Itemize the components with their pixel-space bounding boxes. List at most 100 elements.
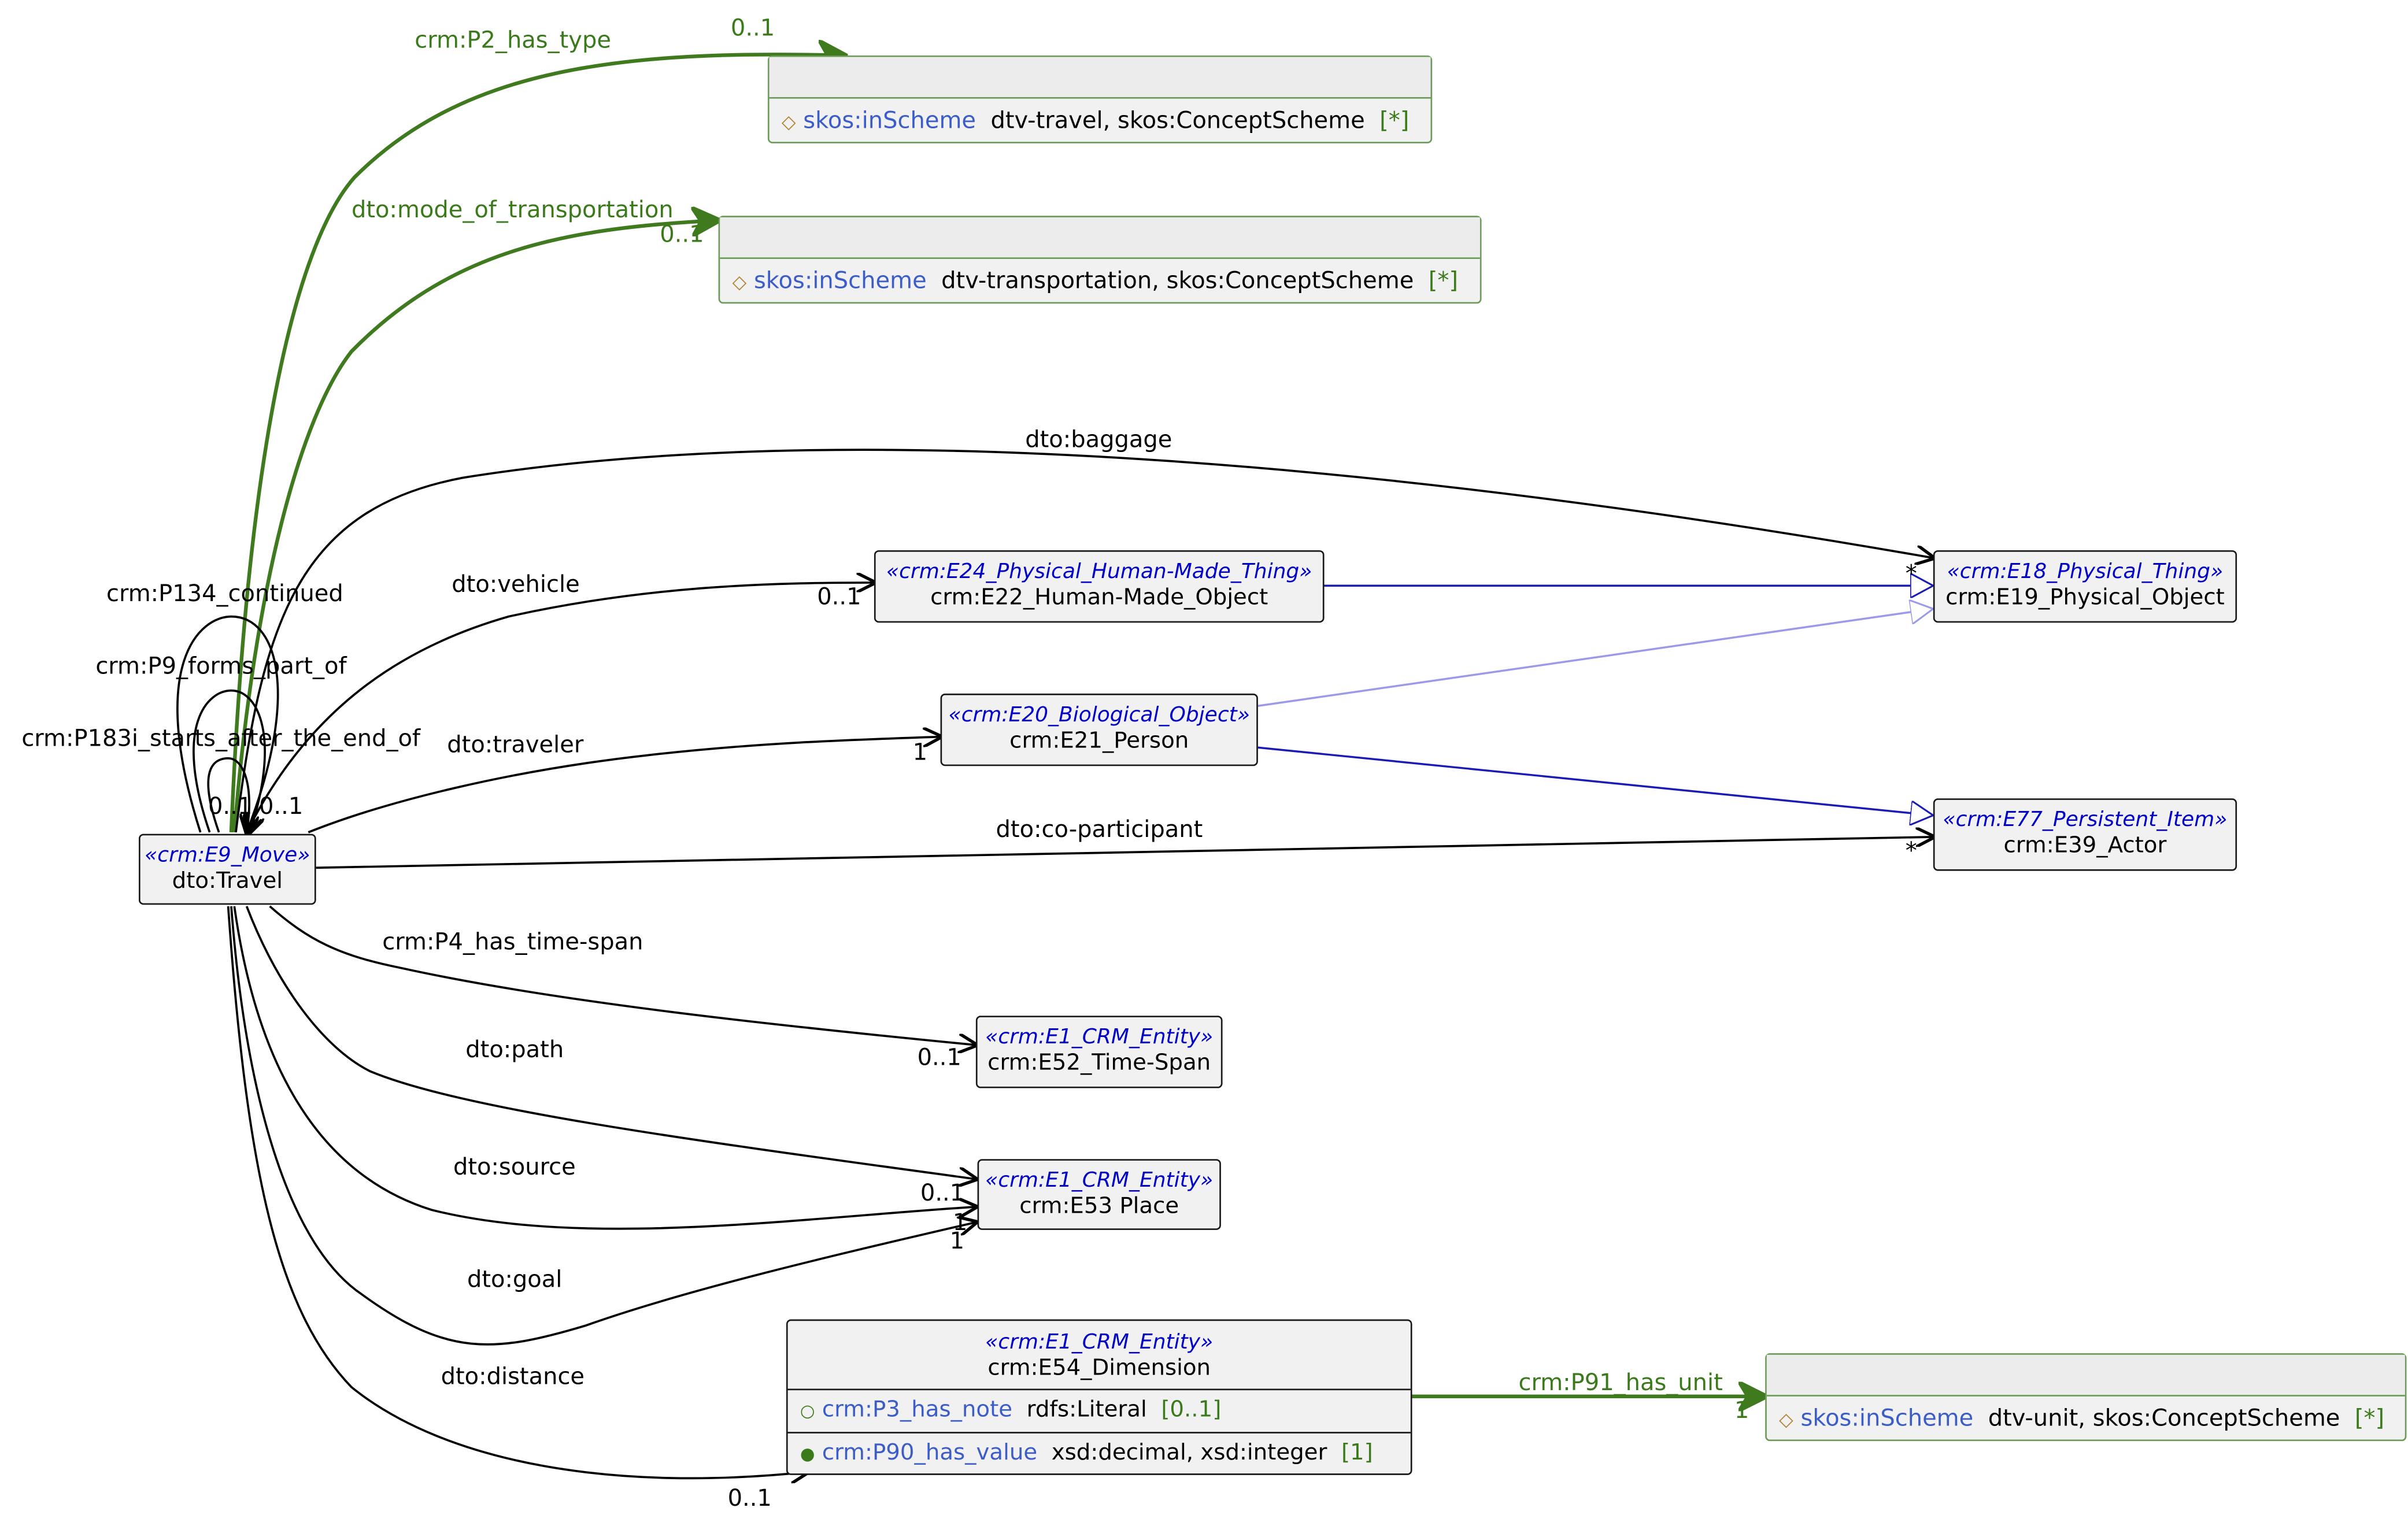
class-name: crm:E21_Person <box>1009 729 1189 754</box>
edge-source <box>233 906 976 1230</box>
mult-distance: 0..1 <box>728 1485 772 1512</box>
class-box-actor[interactable]: «crm:E77_Persistent_Item» crm:E39_Actor <box>1933 798 2237 871</box>
class-name: crm:E39_Actor <box>2003 834 2167 859</box>
edge-vehicle <box>245 583 874 833</box>
label-p2-has-type: crm:P2_has_type <box>415 27 611 54</box>
class-box-place[interactable]: «crm:E1_CRM_Entity» crm:E53 Place <box>977 1159 1221 1230</box>
mult-traveler: 1 <box>913 739 927 766</box>
mult-co-participant: * <box>1906 838 1917 864</box>
scheme-box-header <box>1766 1354 2405 1397</box>
label-distance: dto:distance <box>441 1364 585 1390</box>
attribute-mult: [0..1] <box>1161 1398 1222 1423</box>
class-name: crm:E19_Physical_Object <box>1945 586 2225 610</box>
class-box-person[interactable]: «crm:E20_Biological_Object» crm:E21_Pers… <box>940 693 1258 766</box>
label-co-participant: dto:co-participant <box>996 816 1203 843</box>
scheme-value: dtv-transportation, skos:ConceptScheme <box>941 266 1414 295</box>
diamond-icon: ◇ <box>1779 1409 1793 1431</box>
attribute-mult: [1] <box>1341 1441 1373 1466</box>
scheme-box-unit[interactable]: ◇ skos:inScheme dtv-unit, skos:ConceptSc… <box>1765 1353 2407 1442</box>
stereotype-label: «crm:E20_Biological_Object» <box>948 702 1250 728</box>
scheme-row-unit: ◇ skos:inScheme dtv-unit, skos:ConceptSc… <box>1767 1397 2405 1440</box>
mult-has-unit: 1 <box>1734 1397 1749 1424</box>
stereotype-label: «crm:E9_Move» <box>145 843 310 868</box>
gen-biological-to-physical <box>1257 609 1933 707</box>
class-name: crm:E22_Human-Made_Object <box>930 586 1268 610</box>
label-goal: dto:goal <box>467 1266 562 1293</box>
class-name: crm:E52_Time-Span <box>987 1051 1211 1076</box>
stereotype-label: «crm:E77_Persistent_Item» <box>1943 807 2228 832</box>
diamond-icon: ◇ <box>781 110 796 133</box>
label-source: dto:source <box>453 1154 576 1180</box>
scheme-box-header <box>720 217 1480 259</box>
class-box-physical-object[interactable]: «crm:E18_Physical_Thing» crm:E19_Physica… <box>1933 550 2237 623</box>
label-has-unit: crm:P91_has_unit <box>1519 1369 1723 1396</box>
class-name: dto:Travel <box>172 869 283 894</box>
scheme-value: dtv-unit, skos:ConceptScheme <box>1988 1404 2340 1432</box>
stereotype-label: «crm:E1_CRM_Entity» <box>985 1168 1214 1193</box>
label-path: dto:path <box>465 1036 564 1063</box>
class-box-travel[interactable]: «crm:E9_Move» dto:Travel <box>138 834 316 905</box>
scheme-property: skos:inScheme <box>753 266 927 295</box>
attribute-type: xsd:decimal, xsd:integer <box>1051 1441 1327 1466</box>
mult-path: 0..1 <box>920 1180 964 1206</box>
class-name: crm:E53 Place <box>1019 1194 1179 1220</box>
edge-traveler <box>308 737 940 834</box>
diamond-icon: ◇ <box>732 271 747 293</box>
attribute-property: crm:P3_has_note <box>822 1398 1013 1423</box>
scheme-box-header <box>769 57 1431 99</box>
scheme-mult: [*] <box>2354 1404 2385 1432</box>
scheme-mult: [*] <box>1379 106 1410 134</box>
edge-p183i-loop <box>207 757 249 832</box>
stereotype-label: «crm:E1_CRM_Entity» <box>985 1330 1214 1355</box>
scheme-mult: [*] <box>1428 266 1459 295</box>
label-baggage: dto:baggage <box>1025 426 1172 453</box>
stereotype-label: «crm:E1_CRM_Entity» <box>985 1025 1214 1050</box>
class-box-human-made-object[interactable]: «crm:E24_Physical_Human-Made_Thing» crm:… <box>874 550 1325 623</box>
gen-person-to-persistent <box>1257 746 1933 815</box>
edge-distance <box>227 906 808 1478</box>
mult-vehicle: 0..1 <box>817 583 861 610</box>
edge-time-span <box>269 905 976 1045</box>
mult-goal: 1 <box>950 1228 964 1254</box>
attribute-row-has-value: ● crm:P90_has_value xsd:decimal, xsd:int… <box>787 1432 1411 1475</box>
circle-outline-icon: ○ <box>800 1401 815 1421</box>
class-box-dimension[interactable]: «crm:E1_CRM_Entity» crm:E54_Dimension ○ … <box>786 1319 1412 1475</box>
label-p134-continued: crm:P134_continued <box>106 580 343 607</box>
mult-p2-has-type: 0..1 <box>731 14 775 41</box>
mult-self-b: 0..1 <box>259 793 303 820</box>
mult-self-a: 0..1 <box>208 793 252 820</box>
stereotype-label: «crm:E24_Physical_Human-Made_Thing» <box>886 559 1312 584</box>
class-box-time-span[interactable]: «crm:E1_CRM_Entity» crm:E52_Time-Span <box>975 1016 1223 1088</box>
mult-baggage: * <box>1906 560 1917 587</box>
edge-co-participant <box>316 837 1933 869</box>
edge-p134-continued-loop <box>176 615 279 832</box>
scheme-row-transportation: ◇ skos:inScheme dtv-transportation, skos… <box>720 259 1480 302</box>
label-p183i: crm:P183i_starts_after_the_end_of <box>21 725 421 752</box>
label-time-span: crm:P4_has_time-span <box>382 929 643 955</box>
label-vehicle: dto:vehicle <box>452 571 579 598</box>
edge-path <box>245 906 976 1179</box>
mult-source: 1 <box>953 1209 967 1236</box>
scheme-property: skos:inScheme <box>803 106 976 134</box>
attribute-type: rdfs:Literal <box>1026 1398 1147 1423</box>
label-p9-forms-part-of: crm:P9_forms_part_of <box>95 653 347 679</box>
label-mode-of-transportation: dto:mode_of_transportation <box>352 197 674 223</box>
attribute-row-has-note: ○ crm:P3_has_note rdfs:Literal [0..1] <box>787 1388 1411 1432</box>
circle-filled-icon: ● <box>800 1444 815 1465</box>
edge-goal <box>230 906 976 1346</box>
class-name: crm:E54_Dimension <box>987 1356 1211 1381</box>
scheme-value: dtv-travel, skos:ConceptScheme <box>990 106 1365 134</box>
scheme-property: skos:inScheme <box>1800 1404 1974 1432</box>
edge-p2-has-type <box>229 54 845 833</box>
label-traveler: dto:traveler <box>447 731 584 758</box>
scheme-box-travel[interactable]: ◇ skos:inScheme dtv-travel, skos:Concept… <box>767 55 1433 143</box>
mult-time-span: 0..1 <box>918 1044 961 1071</box>
edge-baggage <box>235 449 1933 833</box>
stereotype-label: «crm:E18_Physical_Thing» <box>1947 559 2224 584</box>
edge-p9-forms-part-of-loop <box>193 689 266 832</box>
mult-mode-of-transportation: 0..1 <box>660 221 704 248</box>
scheme-box-transportation[interactable]: ◇ skos:inScheme dtv-transportation, skos… <box>718 216 1482 304</box>
attribute-property: crm:P90_has_value <box>822 1441 1038 1466</box>
